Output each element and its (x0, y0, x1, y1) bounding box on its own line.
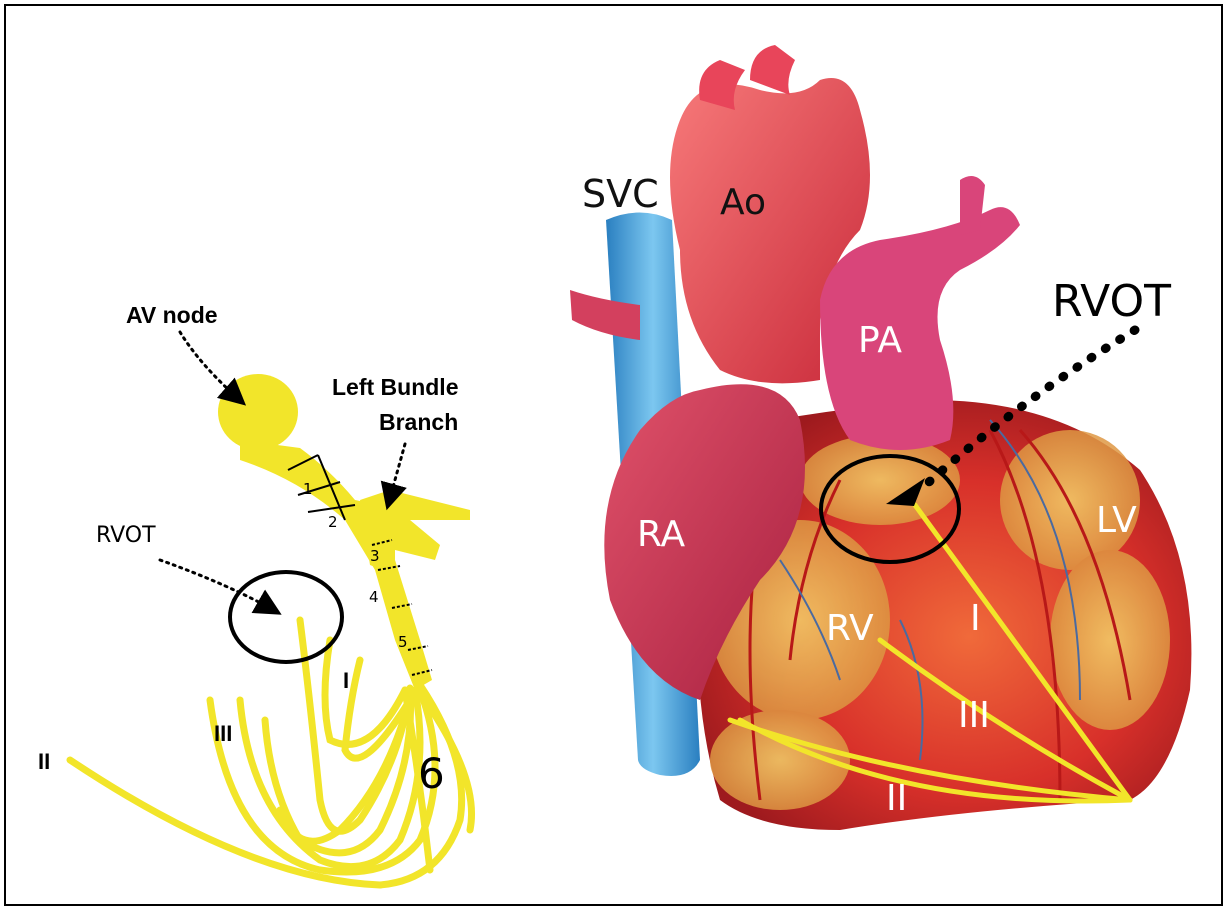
rv-label: RV (826, 608, 874, 649)
segment-2: 2 (328, 513, 338, 531)
heart-fascicle-III: III (958, 695, 990, 736)
ivc-label: IVC (652, 776, 716, 820)
heart-fascicle-II: II (886, 778, 907, 819)
segment-3: 3 (370, 547, 380, 565)
lv-label: LV (1096, 500, 1137, 541)
his-bundle-shape (240, 440, 432, 690)
ao-label: Ao (720, 182, 766, 223)
left-rvot-arrow (160, 560, 277, 612)
heart-illustration: SVC Ao PA RVOT RA LV RV IVC I III II (570, 45, 1191, 830)
left-bundle-branch-label-line2: Branch (379, 409, 458, 435)
left-fascicle-III: III (214, 721, 232, 746)
left-bundle-branch-label-line1: Left Bundle (332, 374, 459, 400)
aortic-branch-2 (750, 45, 795, 95)
segment-4: 4 (369, 588, 379, 606)
segment-1: 1 (303, 480, 313, 498)
left-fascicle-I: I (343, 668, 349, 693)
segment-6: 6 (418, 749, 445, 798)
left-fascicle-II: II (38, 749, 50, 774)
segment-5: 5 (398, 633, 408, 651)
left-rvot-circle (230, 572, 342, 662)
pa-label: PA (858, 320, 902, 361)
av-node-shape (218, 374, 298, 450)
left-rvot-label: RVOT (96, 523, 156, 548)
av-node-label: AV node (126, 302, 218, 328)
svc-label: SVC (582, 172, 659, 216)
heart-rvot-label: RVOT (1052, 276, 1171, 327)
conduction-system-diagram: 1 2 3 4 5 6 AV node Left Bundle Branch R… (38, 302, 472, 885)
ra-label: RA (637, 514, 686, 555)
heart-fascicle-I: I (970, 598, 981, 639)
